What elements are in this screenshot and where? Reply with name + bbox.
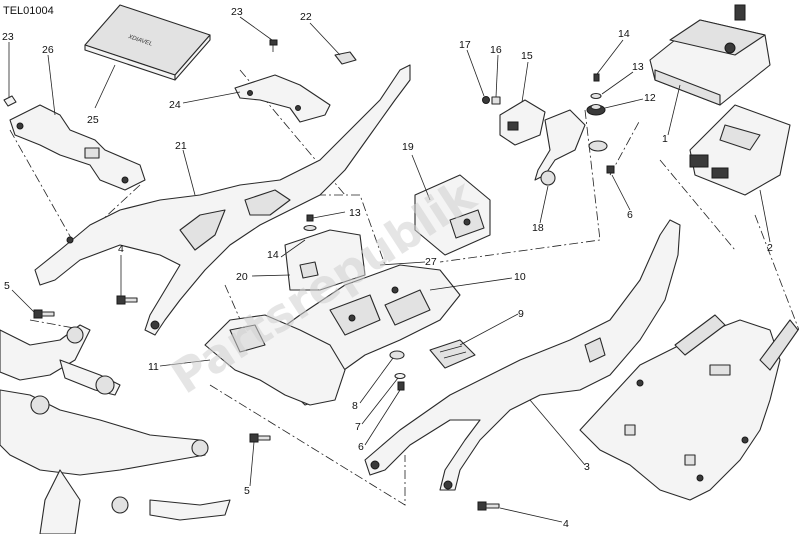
battery-cover [284,229,366,291]
starter-relay [499,99,546,146]
callout-10: 10 [514,271,526,283]
screw-6 [397,381,405,391]
grommet-22 [334,51,357,65]
callout-23-left: 23 [2,31,14,43]
callout-labels: 23 26 25 23 22 24 21 4 5 19 17 16 15 14 … [2,6,773,530]
callout-24: 24 [169,99,181,111]
relay-bracket-18 [534,109,586,186]
ecu-unit [689,104,791,196]
callout-11: 11 [148,361,159,373]
grommet-8 [389,350,405,360]
callout-14-mid: 14 [267,249,279,261]
callout-17: 17 [459,39,471,51]
callout-19: 19 [402,141,414,153]
upper-plate-bracket [234,74,331,123]
bolt-4-lower [477,501,500,511]
nut-16 [491,96,501,105]
rubber-pad-9 [429,339,476,369]
ecu-cover [649,4,771,106]
callout-21: 21 [175,140,187,152]
rear-support-arm [364,219,681,491]
callout-6-lower: 6 [358,441,364,453]
callout-5-left: 5 [4,280,10,292]
callout-6-right: 6 [627,209,633,221]
bolt-4-upper [116,295,138,305]
callout-14-top: 14 [618,28,630,40]
diagram-code: TEL01004 [3,5,54,17]
screw-23 [269,39,278,52]
callout-18: 18 [532,222,544,234]
screw-6-right [606,165,615,174]
callout-16: 16 [490,44,502,56]
callout-7: 7 [355,421,361,433]
callout-9: 9 [518,308,524,320]
callout-23-top: 23 [231,6,243,18]
callout-8: 8 [352,400,358,412]
callout-4-upper: 4 [118,243,124,255]
left-mounting-bracket [3,95,146,191]
callout-1: 1 [662,133,668,145]
washer-7 [394,372,406,380]
washer-17 [482,96,490,104]
callout-26: 26 [42,44,54,56]
callout-13-top: 13 [632,61,644,73]
rubber-mount-12 [586,103,606,116]
fuse-box [414,174,491,256]
callout-5-lower: 5 [244,485,250,497]
callout-20: 20 [236,271,248,283]
screw-14 [593,73,600,82]
bolt-5-lower [249,433,271,443]
splash-guard [204,314,346,406]
rear-subframe [34,64,411,336]
bolt-5-left [33,309,55,319]
callout-13-mid: 13 [349,207,361,219]
callout-12: 12 [644,92,656,104]
callout-15: 15 [521,50,533,62]
license-plate-holder [579,314,799,501]
spacer-13 [590,92,602,100]
screw-13-battery [303,214,317,232]
callout-25: 25 [87,114,99,126]
callout-4-lower: 4 [563,518,569,530]
callout-3: 3 [584,461,590,473]
main-frame-section [0,324,231,534]
callout-22: 22 [300,11,312,23]
callout-27: 27 [425,256,437,268]
owner-manual-book: XDIAVEL [84,4,211,81]
leader-lines [8,16,771,523]
washer-6-right [588,140,608,152]
callout-2: 2 [767,242,773,254]
